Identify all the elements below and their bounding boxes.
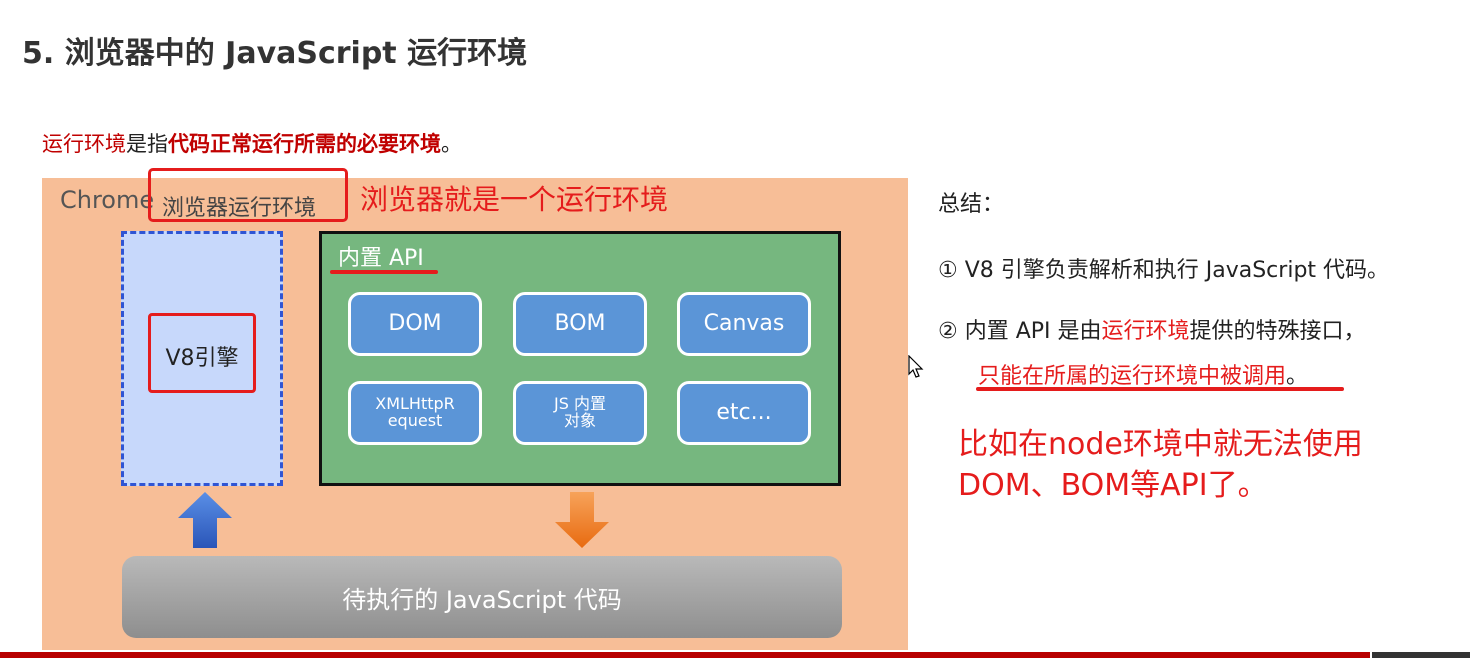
api-js-builtin-objects-button[interactable]: JS 内置 对象	[513, 381, 647, 445]
api-etc-button[interactable]: etc...	[677, 381, 811, 445]
definition-emphasis: 代码正常运行所需的必要环境	[168, 132, 441, 156]
browser-env-highlight	[148, 168, 348, 222]
definition-middle: 是指	[126, 132, 168, 156]
definition-end: 。	[441, 132, 462, 156]
arrow-down-icon	[555, 492, 609, 548]
api-bom-button[interactable]: BOM	[513, 292, 647, 356]
summary-title: 总结：	[938, 192, 1005, 217]
node-note-line-2: DOM、BOM等API了。	[958, 468, 1268, 504]
pending-js-code-bar: 待执行的 JavaScript 代码	[122, 556, 842, 638]
arrow-up-icon	[178, 492, 232, 548]
bottom-accent-bar	[0, 652, 1370, 658]
node-note: 比如在node环境中就无法使用 DOM、BOM等API了。	[958, 424, 1363, 507]
summary-item-2-line2-red: 只能在所属的运行环境中被调用	[978, 364, 1287, 389]
api-canvas-button[interactable]: Canvas	[677, 292, 811, 356]
api-xmlhttprequest-button[interactable]: XMLHttpR equest	[348, 381, 482, 445]
page-title: 5. 浏览器中的 JavaScript 运行环境	[22, 36, 528, 71]
summary-item-2: ② 内置 API 是由运行环境提供的特殊接口，	[938, 313, 1366, 345]
api-title-underline	[330, 270, 438, 274]
definition-term: 运行环境	[42, 132, 126, 156]
chrome-label: Chrome	[60, 186, 155, 214]
v8-engine-label: V8引擎	[165, 346, 239, 371]
summary-item-1: ① V8 引擎负责解析和执行 JavaScript 代码。	[938, 258, 1390, 283]
bottom-dark-segment	[1372, 652, 1470, 658]
definition-text: 运行环境是指代码正常运行所需的必要环境。	[42, 128, 462, 158]
summary-underline	[976, 387, 1344, 391]
summary-item-2-line2-end: 。	[1286, 364, 1309, 389]
summary-item-2-suffix: 提供的特殊接口，	[1189, 319, 1366, 344]
v8-highlight	[148, 313, 256, 393]
builtin-api-title: 内置 API	[338, 246, 424, 271]
node-note-line-1: 比如在node环境中就无法使用	[958, 427, 1363, 462]
summary-item-2-red: 运行环境	[1101, 319, 1190, 344]
browser-annotation: 浏览器就是一个运行环境	[360, 183, 669, 216]
summary-item-2-line2: 只能在所属的运行环境中被调用。	[978, 358, 1308, 390]
api-dom-button[interactable]: DOM	[348, 292, 482, 356]
summary-item-2-prefix: ② 内置 API 是由	[938, 319, 1102, 344]
browser-env-label: 浏览器运行环境	[162, 196, 317, 221]
mouse-pointer-icon	[908, 355, 924, 378]
